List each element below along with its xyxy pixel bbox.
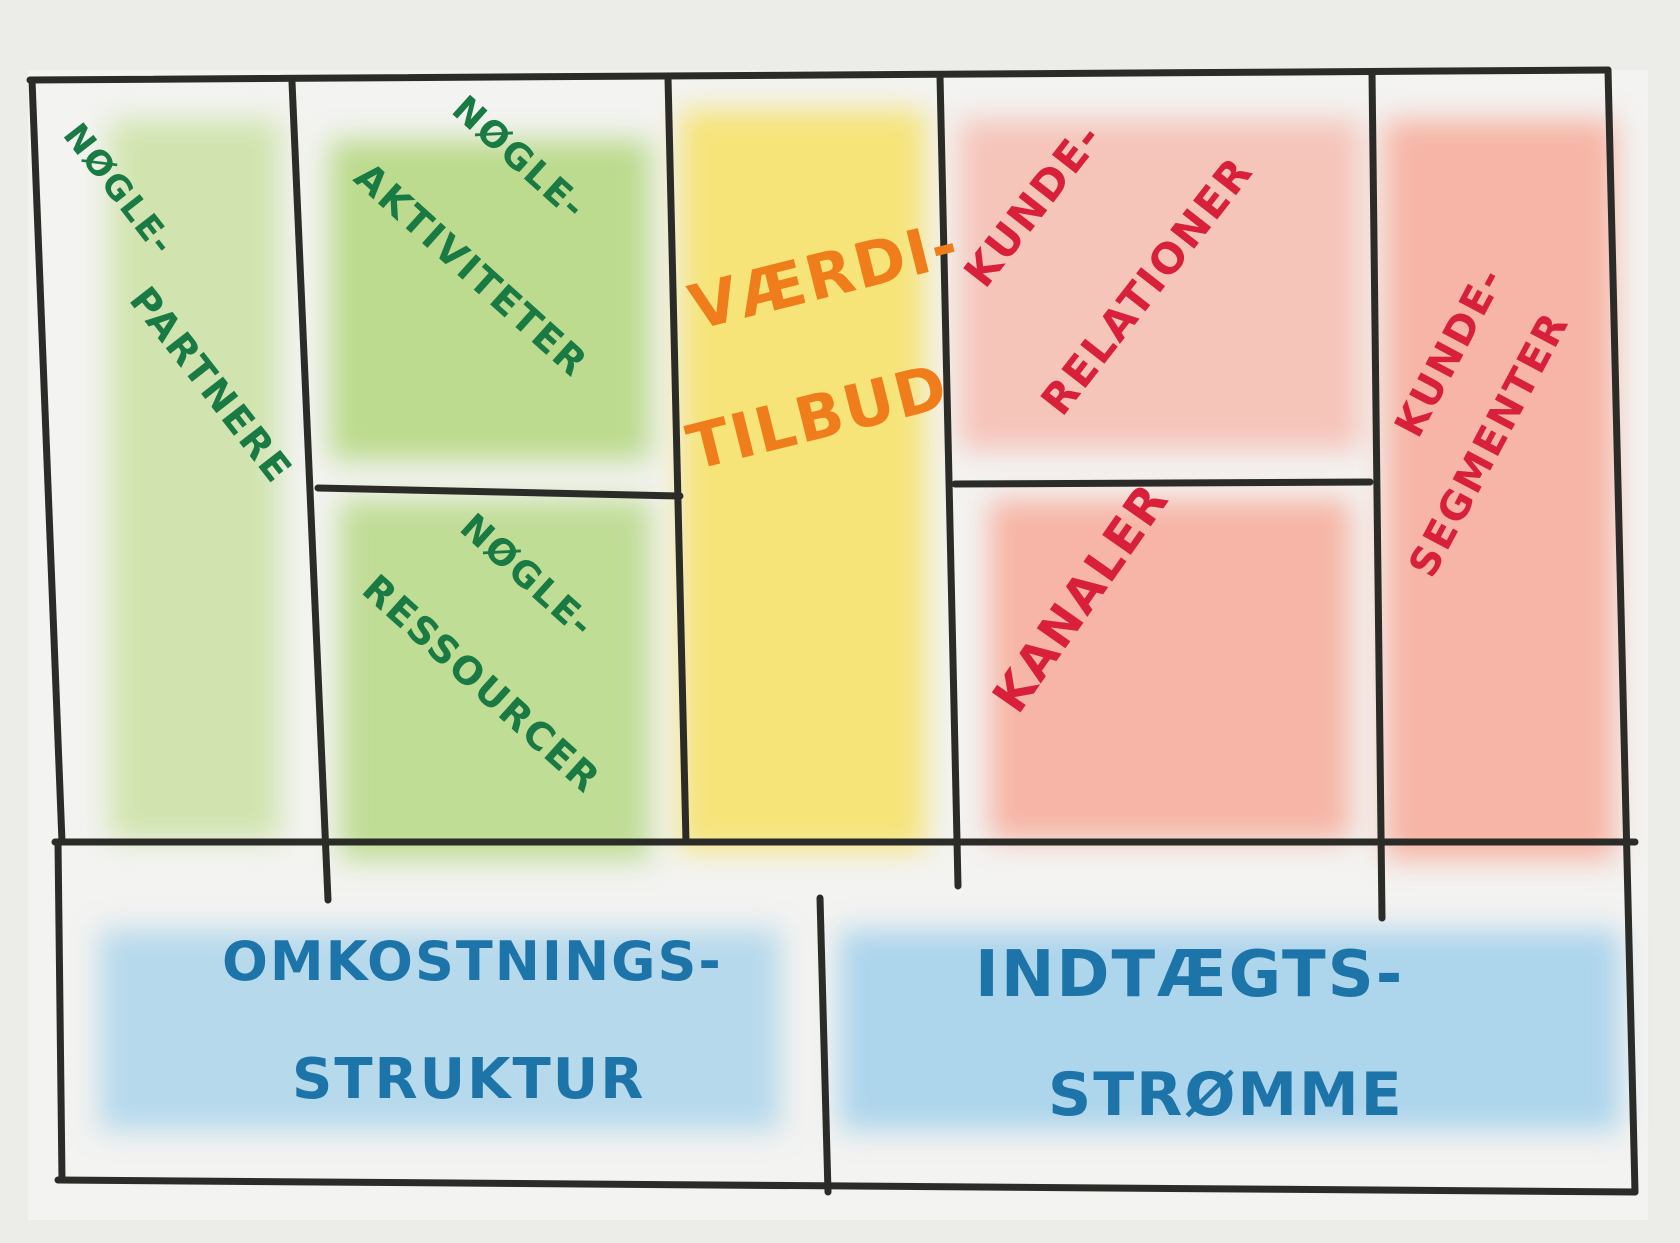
- divider-activities-value: [664, 74, 690, 846]
- revenue-streams-line2: STRØMME: [1048, 1060, 1404, 1130]
- red-wash-segments: [1385, 120, 1615, 860]
- divider-relations-channels: [951, 478, 1374, 488]
- bottom-left-edge: [54, 838, 66, 1184]
- green-wash-activities: [330, 140, 650, 460]
- red-wash-channels: [990, 500, 1350, 840]
- divider-activities-resources: [314, 484, 684, 500]
- divider-cost-revenue: [816, 894, 832, 1196]
- divider-relations-segments: [1368, 68, 1386, 922]
- yellow-wash-value: [680, 110, 925, 850]
- green-wash-partners: [110, 120, 280, 840]
- outer-bottom: [54, 1176, 1639, 1196]
- divider-partners: [288, 78, 332, 904]
- blue-wash-revenue: [840, 930, 1620, 1130]
- cost-structure-block: OMKOSTNINGS- STRUKTUR: [222, 930, 723, 1112]
- red-wash-relations: [960, 120, 1360, 450]
- outer-right: [1604, 66, 1639, 1196]
- outer-top: [26, 66, 1612, 84]
- divider-value-relations: [936, 72, 962, 890]
- green-wash-resources: [340, 500, 650, 860]
- cost-structure-line1: OMKOSTNINGS-: [222, 930, 723, 993]
- blue-wash-cost: [100, 930, 780, 1130]
- color-washes: [100, 110, 1620, 1130]
- revenue-streams-block: INDTÆGTS- STRØMME: [975, 938, 1404, 1130]
- grid-lines: [26, 66, 1639, 1196]
- outer-left: [28, 76, 66, 846]
- cost-structure-line2: STRUKTUR: [292, 1047, 645, 1112]
- revenue-streams-line1: INDTÆGTS-: [975, 938, 1404, 1012]
